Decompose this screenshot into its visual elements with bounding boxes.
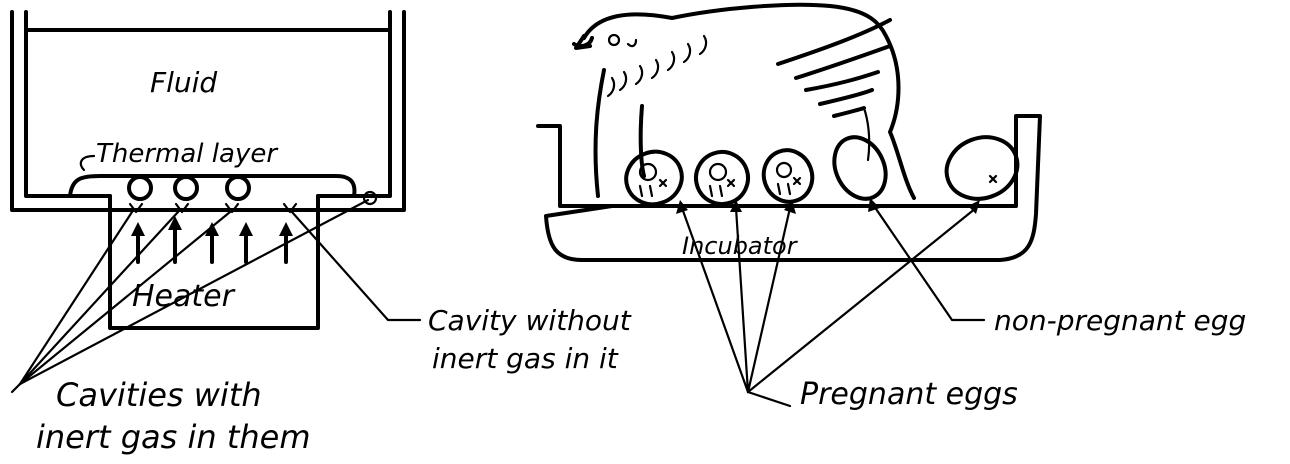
hen-cheek xyxy=(628,40,636,46)
egg-without-chick xyxy=(825,129,896,207)
pregnant-egg xyxy=(689,145,756,212)
cavities-with-gas xyxy=(129,177,249,212)
cavity-with-gas xyxy=(227,177,249,199)
cavities-with-gas-label-line1: Cavities with xyxy=(56,376,262,414)
thermal-layer-label: Thermal layer xyxy=(96,139,279,169)
hen-eye xyxy=(609,35,619,45)
non-pregnant-egg-label: non-pregnant egg xyxy=(994,304,1246,337)
non-pregnant-egg-leader xyxy=(874,206,984,320)
pregnant-eggs-label: Pregnant eggs xyxy=(800,377,1018,412)
cavity-with-gas xyxy=(175,177,197,199)
cavity-without-gas-label-line1: Cavity without xyxy=(428,304,632,337)
hen-incubator-diagram: Incubator non-pregnant egg Pregnant eggs xyxy=(538,5,1246,412)
fluid-heater-diagram: Fluid Thermal layer Heater Cavity withou… xyxy=(12,12,632,456)
cavity-without-gas-leader xyxy=(292,212,420,320)
thermal-layer-pointer xyxy=(81,156,94,170)
incubator-label: Incubator xyxy=(682,232,799,260)
cavities-with-gas-label-line2: inert gas in them xyxy=(36,418,311,456)
thermal-layer-shape xyxy=(70,176,354,196)
cavity-with-gas xyxy=(129,177,151,199)
heat-arrows xyxy=(131,216,293,262)
pregnant-eggs-leaders xyxy=(676,200,980,406)
pregnant-eggs xyxy=(619,143,820,212)
hen-wing xyxy=(778,20,890,160)
pregnant-egg xyxy=(619,144,689,212)
hen-feathers xyxy=(608,36,706,96)
heater-label: Heater xyxy=(132,279,236,314)
cavity-without-gas-label-line2: inert gas in it xyxy=(432,342,619,375)
pregnant-egg xyxy=(757,143,820,208)
fluid-label: Fluid xyxy=(150,66,217,99)
tank-outer-wall xyxy=(12,12,404,210)
non-pregnant-egg xyxy=(938,127,1026,208)
hen xyxy=(574,5,914,198)
